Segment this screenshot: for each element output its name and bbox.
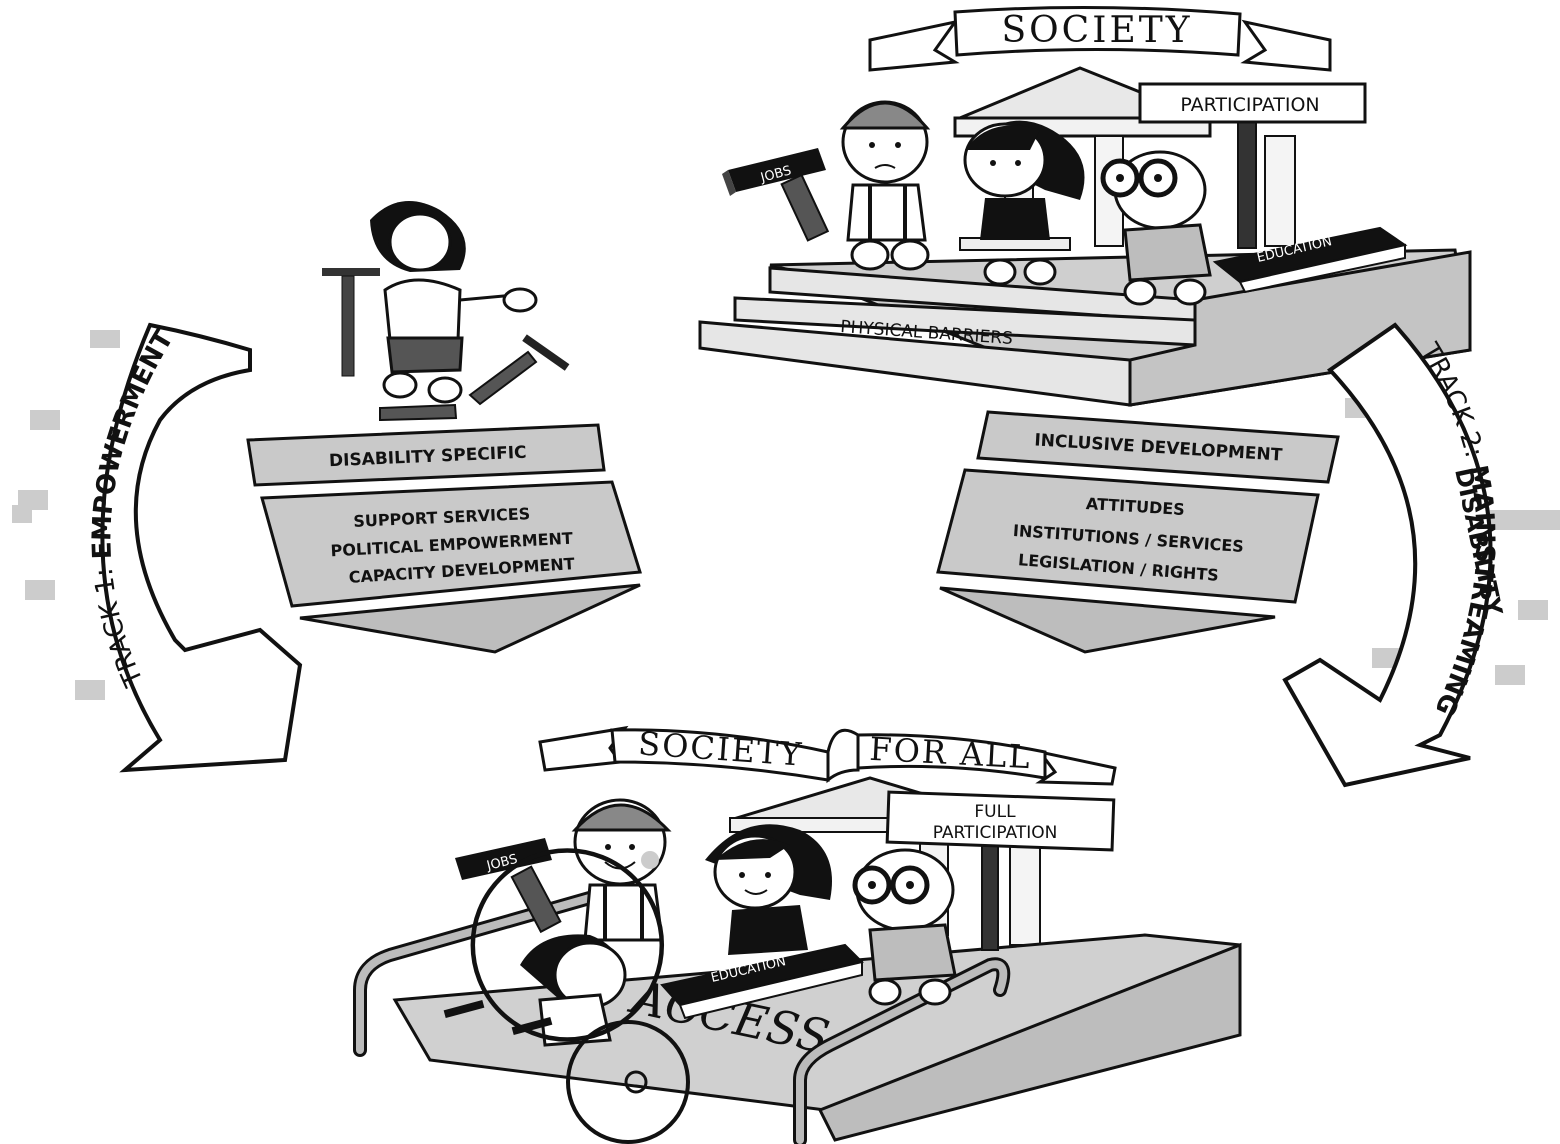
full-participation-line1: FULL <box>974 802 1016 822</box>
full-participation-line2: PARTICIPATION <box>933 823 1058 843</box>
child-with-crutches <box>322 201 570 422</box>
society-for-all-banner-right: FOR ALL <box>869 730 1033 776</box>
society-for-all-banner-left: SOCIETY <box>637 724 804 773</box>
full-participation-sign: FULL PARTICIPATION <box>885 790 1116 951</box>
woman-figure-top <box>963 120 1085 286</box>
woman-figure-bottom <box>705 824 832 955</box>
track1-ring-stripes <box>12 330 120 700</box>
old-man-figure-top <box>1100 150 1212 306</box>
old-man-figure-bottom <box>852 848 957 1006</box>
track1-section: TRACK 1: EMPOWERMENT DISABILITY SPECIFIC <box>12 201 642 773</box>
participation-sign-text: PARTICIPATION <box>1180 94 1319 116</box>
track1-header-box: DISABILITY SPECIFIC <box>246 423 606 487</box>
right-handrail-inner <box>796 960 1008 1144</box>
jobs-hammer-top: JOBS <box>722 148 830 242</box>
physical-barriers-steps: PHYSICAL BARRIERS <box>698 248 1472 407</box>
participation-sign: PARTICIPATION <box>1138 82 1367 249</box>
child-in-wheelchair <box>443 848 690 1144</box>
track1-down-arrow <box>299 583 641 654</box>
track1-items-box: SUPPORT SERVICES POLITICAL EMPOWERMENT C… <box>260 480 642 608</box>
track2-curved-arrow <box>1282 322 1493 788</box>
track1-curved-arrow <box>100 322 303 773</box>
top-society-scene: SOCIETY PHYSICAL BARRIERS PARTICIPATION <box>698 5 1472 407</box>
track2-header-box: INCLUSIVE DEVELOPMENT <box>976 410 1340 484</box>
track2-down-arrow <box>939 586 1276 654</box>
society-banner-text: SOCIETY <box>1002 10 1193 51</box>
society-banner: SOCIETY <box>868 5 1332 72</box>
society-for-all-banner: SOCIETY FOR ALL <box>538 724 1117 786</box>
worker-figure-top <box>839 100 931 271</box>
track2-section: TRACK 2: MAINSTREAMING DISABILITY INCLUS… <box>936 322 1560 788</box>
bottom-society-scene: SOCIETY FOR ALL ACCESS FULL PARTICIPATIO… <box>353 724 1242 1144</box>
left-handrail-inner <box>356 891 604 1054</box>
track2-items-box: ATTITUDES INSTITUTIONS / SERVICES LEGISL… <box>936 468 1320 604</box>
